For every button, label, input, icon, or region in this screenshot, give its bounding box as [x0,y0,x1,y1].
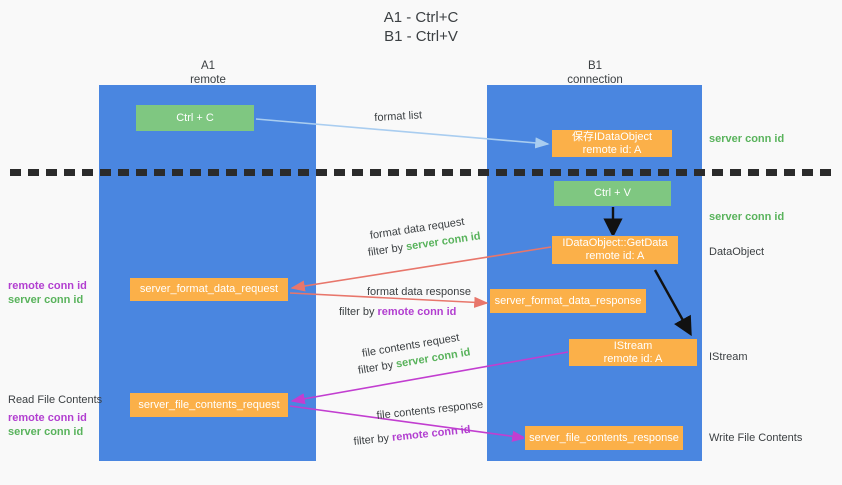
box-save-idataobject[interactable]: 保存IDataObject remote id: A [551,129,673,158]
box-server-file-contents-response-label: server_file_contents_response [529,431,679,444]
box-server-format-data-request-label: server_format_data_request [139,283,279,295]
annotation-remote-conn-id-top: remote conn id [8,280,87,292]
edge-label-format-data-response: format data response [367,286,471,298]
box-ctrl-c[interactable]: Ctrl + C [135,104,255,132]
box-idataobject-getdata[interactable]: IDataObject::GetData remote id: A [551,235,679,265]
box-server-format-data-request[interactable]: server_format_data_request [129,277,289,302]
box-server-file-contents-request[interactable]: server_file_contents_request [129,392,289,418]
column-header-a1: A1 remote [128,60,288,87]
edge-filter-file-contents-response: filter by remote conn id [353,423,471,449]
phase-divider-dashed-line [10,169,832,176]
title-line-2: B1 - Ctrl+V [384,28,458,45]
filter-by-text-2: filter by [339,306,378,318]
edge-label-format-list: format list [374,109,423,124]
box-server-file-contents-request-label: server_file_contents_request [138,398,280,411]
column-b1-name: B1 [587,60,603,72]
filter-by-text-1: filter by [367,241,408,259]
annotation-server-conn-id-top: server conn id [709,133,785,145]
box-idataobject-getdata-label: IDataObject::GetData remote id: A [562,237,668,262]
remote-conn-id-text-1: remote conn id [377,306,457,318]
annotation-read-file-contents: Read File Contents [8,394,103,406]
box-istream[interactable]: IStream remote id: A [568,338,698,367]
box-ctrl-v-label: Ctrl + V [594,187,631,199]
column-a1-sub: remote [190,73,226,86]
annotation-remote-conn-id-bottom: remote conn id [8,412,87,424]
box-server-format-data-response[interactable]: server_format_data_response [489,288,647,314]
column-a1-name: A1 [200,60,216,72]
box-ctrl-c-label: Ctrl + C [176,111,214,124]
box-istream-label: IStream remote id: A [603,339,663,365]
annotation-istream: IStream [709,351,748,363]
remote-conn-id-text-2: remote conn id [391,423,472,444]
annotation-server-conn-id-left-bottom: server conn id [8,426,84,438]
box-server-format-data-response-label: server_format_data_response [494,294,642,307]
box-server-file-contents-response[interactable]: server_file_contents_response [524,425,684,451]
annotation-server-conn-id-second: server conn id [709,211,785,223]
box-ctrl-v[interactable]: Ctrl + V [553,180,672,207]
box-save-idataobject-label: 保存IDataObject remote id: A [571,130,653,156]
annotation-write-file-contents: Write File Contents [709,432,803,444]
edge-filter-format-data-response: filter by remote conn id [339,305,456,319]
filter-by-text-3: filter by [357,358,398,377]
annotation-dataobject: DataObject [709,246,765,258]
title-line-1: A1 - Ctrl+C [383,9,459,26]
edge-label-file-contents-response: file contents response [376,398,484,422]
annotation-server-conn-id-left-top: server conn id [8,294,84,306]
diagram-title: A1 - Ctrl+C B1 - Ctrl+V [0,8,842,46]
filter-by-text-4: filter by [353,431,393,448]
column-header-b1: B1 connection [515,60,675,87]
column-b1-sub: connection [567,73,623,86]
